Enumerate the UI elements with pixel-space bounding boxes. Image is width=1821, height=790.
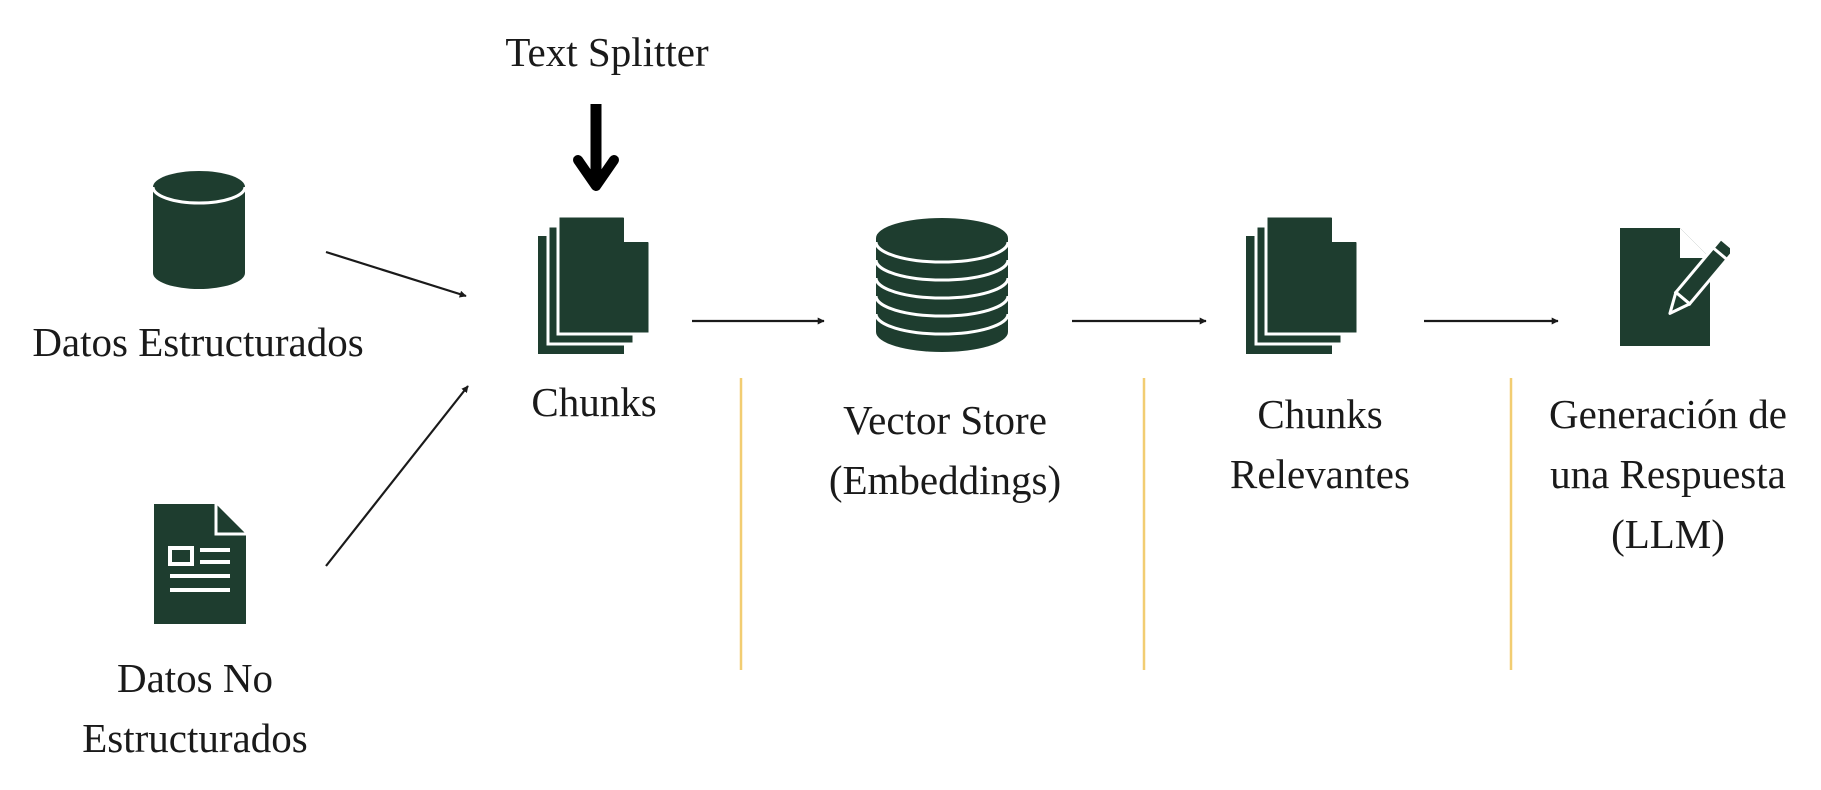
relevant-chunks-label-line-2: Relevantes <box>1230 451 1410 497</box>
database-stack-icon <box>874 218 1010 352</box>
unstructured-data-label-line-1: Datos No <box>116 655 273 701</box>
database-cylinder-icon <box>152 171 246 289</box>
arrow-unstructured-to-chunks <box>325 385 469 567</box>
relevant-chunks-label: Chunks Relevantes <box>1180 384 1460 504</box>
text-splitter-label: Text Splitter <box>505 29 709 75</box>
relevant-chunks-label-line-1: Chunks <box>1257 391 1383 437</box>
response-generation-label-line-2: una Respuesta <box>1550 451 1786 497</box>
vector-store-label-line-2: (Embeddings) <box>828 457 1062 503</box>
chunks-label: Chunks <box>531 379 657 425</box>
unstructured-data-label-line-2: Estructurados <box>82 715 308 761</box>
vector-store-label-line-1: Vector Store <box>843 397 1047 443</box>
response-generation-label: Generación de una Respuesta (LLM) <box>1520 384 1816 564</box>
response-generation-label-line-1: Generación de <box>1549 391 1787 437</box>
document-edit-icon <box>1620 228 1730 346</box>
text-document-icon <box>154 504 246 624</box>
structured-data-label: Datos Estructurados <box>32 319 364 365</box>
response-generation-label-line-3: (LLM) <box>1611 511 1725 557</box>
vector-store-label: Vector Store (Embeddings) <box>790 390 1100 510</box>
text-splitter-arrow <box>573 104 619 191</box>
unstructured-data-label: Datos No Estructurados <box>40 648 350 768</box>
document-stack-icon <box>1246 216 1358 354</box>
arrow-structured-to-chunks <box>325 250 467 298</box>
document-stack-icon <box>538 216 650 354</box>
